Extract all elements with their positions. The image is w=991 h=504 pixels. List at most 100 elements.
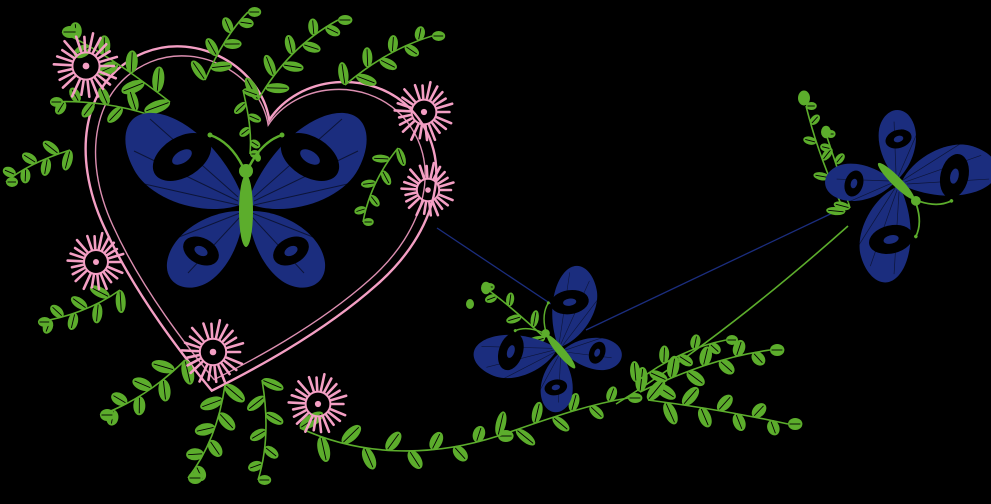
flower (180, 319, 245, 384)
leaf (2, 166, 16, 178)
leaf (678, 354, 693, 367)
leaf (247, 113, 262, 123)
leaf (42, 140, 60, 156)
leaf (61, 149, 73, 171)
flower (52, 32, 119, 99)
leaf (67, 312, 79, 331)
leaf (111, 392, 128, 406)
leaf (127, 90, 139, 111)
leaf (70, 296, 88, 310)
leaf (308, 18, 319, 36)
leaf (813, 172, 830, 181)
leaf (751, 351, 766, 366)
butterfly (125, 112, 367, 288)
thread-line (585, 207, 844, 331)
leaf (821, 147, 833, 161)
leaf (20, 168, 31, 184)
leaf (387, 35, 398, 53)
leaf-spray (2, 140, 73, 187)
leaf (115, 289, 126, 314)
leaf-spray (338, 26, 446, 86)
leaf (98, 87, 110, 106)
leaf (515, 428, 536, 446)
flower (66, 231, 125, 291)
leaf-spray (99, 359, 195, 426)
leaf (248, 460, 263, 472)
butterfly-head (910, 195, 921, 206)
leaf (152, 66, 165, 93)
leaf (238, 17, 254, 29)
leaf (666, 355, 680, 379)
butterfly-body (546, 334, 576, 369)
leaf (686, 370, 705, 387)
leaf (263, 54, 276, 77)
leaf-spray (630, 334, 738, 383)
leaf (218, 412, 236, 431)
leaf (325, 25, 341, 37)
leaf (317, 436, 331, 462)
leaf (92, 303, 103, 324)
leaf (589, 405, 604, 420)
flower (400, 161, 455, 217)
flower (287, 372, 348, 434)
leaf-spray (190, 7, 262, 81)
leaf (207, 439, 223, 458)
leaf (606, 386, 618, 402)
leaf (194, 423, 216, 436)
leaf (681, 386, 700, 406)
leaf-spray (646, 379, 803, 436)
leaf (552, 416, 570, 432)
leaf (181, 359, 195, 385)
leaf (432, 31, 446, 41)
leaf (716, 394, 733, 412)
leaf (767, 420, 780, 436)
leaf (186, 448, 204, 461)
leaf (338, 15, 353, 25)
leaf (89, 285, 110, 299)
leaf-spray (495, 386, 643, 446)
leaf (690, 334, 701, 350)
leaf (242, 88, 259, 98)
butterfly-head (239, 164, 253, 178)
heart-outline (84, 45, 438, 393)
leaf (190, 60, 207, 81)
butterfly-body (877, 162, 915, 200)
leaf (372, 154, 390, 163)
thread-stem (615, 225, 849, 405)
leaf-spray (247, 378, 284, 485)
leaf (338, 62, 349, 86)
leaf (630, 361, 641, 383)
leaf (485, 294, 497, 303)
leaf (258, 475, 272, 485)
leaf (125, 50, 138, 74)
butterfly (473, 265, 622, 413)
leaf (361, 447, 377, 470)
leaf (628, 393, 643, 403)
leaf (188, 472, 203, 484)
leaf (649, 370, 668, 383)
leaf (284, 35, 296, 55)
leaf (62, 26, 78, 38)
leaf (385, 431, 402, 451)
leaf (205, 38, 219, 57)
leaf (132, 377, 152, 392)
flower (393, 80, 454, 142)
butterfly-head (541, 329, 550, 338)
leaf (265, 83, 290, 94)
leaf (530, 310, 539, 328)
leaf (282, 61, 304, 72)
leaf (379, 57, 397, 71)
leaf (380, 170, 392, 186)
leaf (158, 379, 171, 402)
leaf (302, 41, 321, 53)
leaf-spray (635, 339, 785, 400)
bud (481, 281, 491, 295)
leaf-spray (37, 285, 126, 334)
leaf (472, 425, 486, 443)
leaf (40, 158, 52, 176)
leaf (264, 445, 279, 459)
leaf (834, 153, 845, 165)
leaf (362, 47, 373, 68)
